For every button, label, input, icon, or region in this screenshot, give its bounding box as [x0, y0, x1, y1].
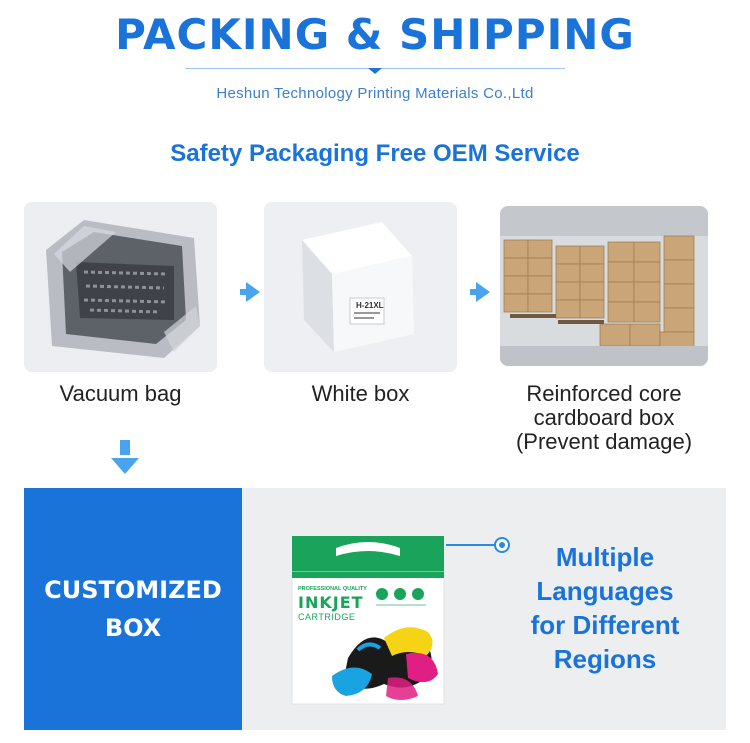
brand-sub-text: CARTRIDGE	[298, 612, 355, 622]
language-line: for Different	[530, 610, 680, 640]
connector-line	[446, 544, 496, 546]
language-line: Languages	[536, 576, 674, 606]
brand-small-text: PROFESSIONAL QUALITY	[298, 586, 367, 592]
step-caption: White box	[311, 381, 410, 406]
target-dot-icon	[494, 537, 510, 553]
section-subtitle: Safety Packaging Free OEM Service	[170, 140, 580, 167]
brand-main-text: INKJET	[298, 593, 364, 612]
quality-badge-icons	[376, 588, 426, 606]
vacuum-bag-photo	[24, 202, 217, 372]
page-title: PACKING & SHIPPING	[115, 10, 635, 59]
multi-language-text: Multiple Languages for Different Regions	[500, 540, 710, 676]
language-line: Regions	[553, 644, 657, 674]
box-model-label: H-21XL	[356, 301, 384, 310]
customized-line: BOX	[104, 614, 162, 642]
language-line: Multiple	[555, 542, 655, 572]
caption-line: Reinforced core	[526, 381, 682, 406]
arrow-right-icon	[470, 282, 490, 302]
arrow-down-icon	[111, 440, 139, 474]
caption-line: (Prevent damage)	[515, 429, 693, 454]
caption-line: cardboard box	[533, 405, 675, 430]
company-name: Heshun Technology Printing Materials Co.…	[216, 85, 534, 102]
title-notch-icon	[368, 68, 382, 74]
arrow-right-icon	[240, 282, 260, 302]
inkjet-cartridge-box-illustration: PROFESSIONAL QUALITY INKJET CARTRIDGE	[288, 528, 448, 708]
white-box-photo: H-21XL	[264, 202, 457, 372]
step-caption: Vacuum bag	[59, 381, 182, 406]
step-caption: Reinforced core cardboard box (Prevent d…	[480, 382, 728, 454]
customized-line: CUSTOMIZED	[44, 576, 222, 604]
customized-box-panel: CUSTOMIZED BOX	[24, 488, 242, 730]
warehouse-boxes-photo	[500, 206, 708, 366]
